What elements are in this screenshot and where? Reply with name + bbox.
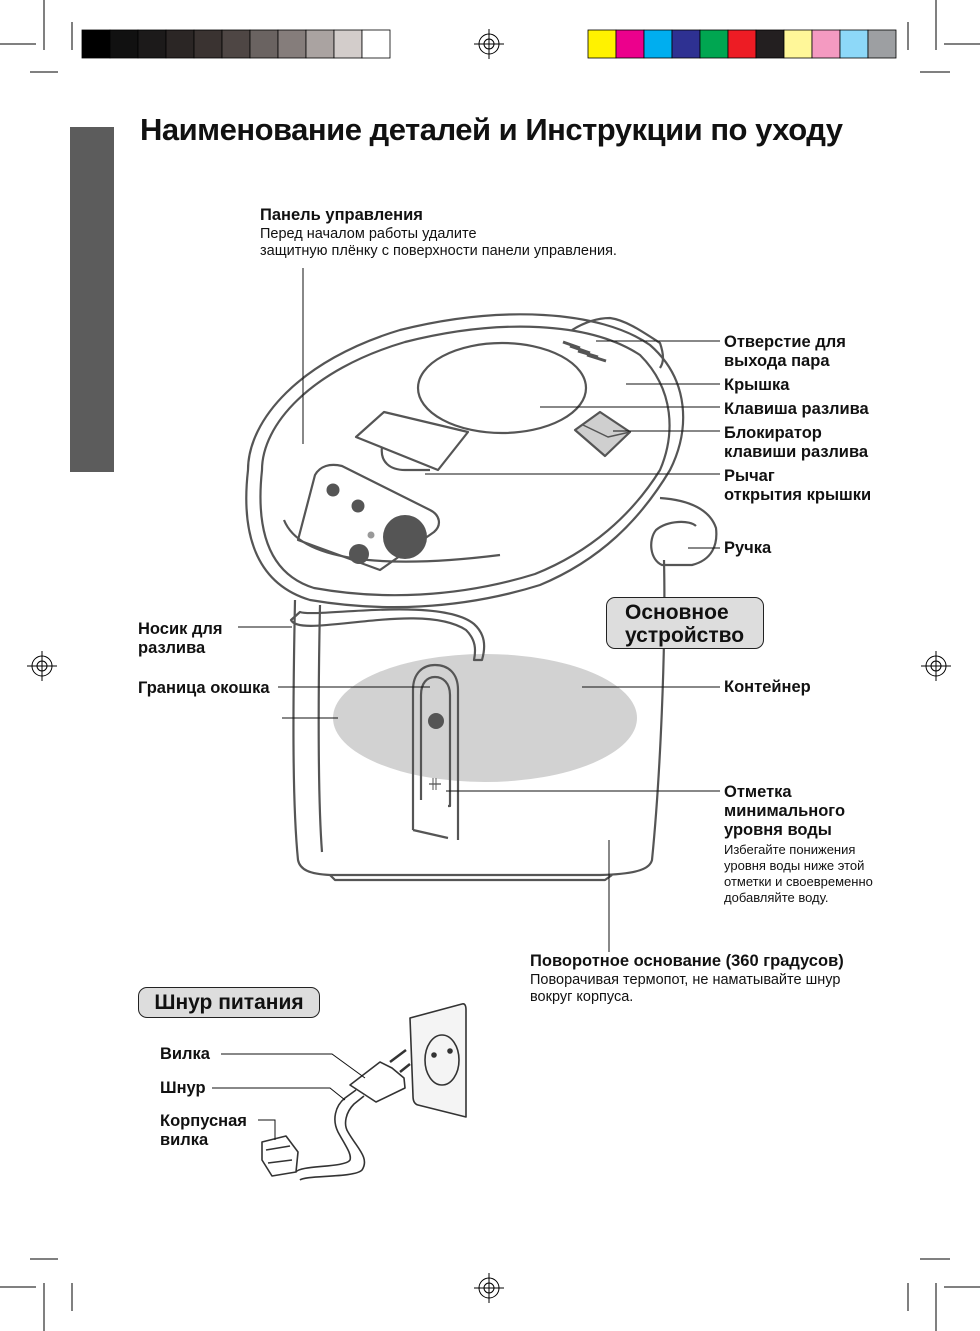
main-unit-box-line1: Основное bbox=[625, 601, 729, 624]
control-panel-note-2: защитную плёнку с поверхности панели упр… bbox=[260, 243, 617, 259]
color-swatch bbox=[783, 29, 813, 59]
lid-label: Крышка bbox=[724, 376, 790, 394]
control-panel-note-1: Перед началом работы удалите bbox=[260, 226, 477, 242]
color-swatch bbox=[839, 29, 869, 59]
window-float bbox=[428, 713, 444, 729]
cord-label: Шнур bbox=[160, 1079, 206, 1097]
main-unit-box: Основное устройство bbox=[606, 597, 764, 649]
steam-vent-label-2: выхода пара bbox=[724, 352, 830, 370]
lid-dome bbox=[416, 341, 588, 435]
registration-mark bbox=[474, 29, 504, 59]
color-swatch bbox=[615, 29, 645, 59]
gray-swatch bbox=[277, 29, 307, 59]
body-plug-label-2: вилка bbox=[160, 1131, 209, 1149]
main-unit-box-line2: устройство bbox=[625, 624, 745, 647]
body-plug-shape bbox=[261, 1135, 299, 1177]
dispense-lock-label-1: Блокиратор bbox=[724, 424, 822, 442]
registration-mark bbox=[921, 651, 951, 681]
base-note-2: вокруг корпуса. bbox=[530, 989, 634, 1005]
panel-big-button bbox=[383, 515, 427, 559]
dispense-button-label: Клавиша разлива bbox=[724, 400, 869, 418]
registration-mark bbox=[474, 1273, 504, 1303]
gray-swatch bbox=[361, 29, 391, 59]
lid-lever-label-2: открытия крышки bbox=[724, 486, 872, 504]
handle-label: Ручка bbox=[724, 539, 772, 557]
dispense-lock-label-2: клавиши разлива bbox=[724, 443, 869, 461]
steam-vent-label-1: Отверстие для bbox=[724, 333, 846, 351]
page-title: Наименование деталей и Инструкции по ухо… bbox=[140, 112, 843, 147]
min-level-label-1: Отметка bbox=[724, 783, 792, 801]
gray-swatch bbox=[333, 29, 363, 59]
plug-shape bbox=[349, 1061, 406, 1103]
dispense-button-shape bbox=[354, 410, 470, 472]
color-swatch bbox=[811, 29, 841, 59]
min-level-note-1: Избегайте понижения bbox=[724, 842, 856, 857]
spout-label-2: разлива bbox=[138, 639, 206, 657]
gray-swatch bbox=[221, 29, 251, 59]
plug-label: Вилка bbox=[160, 1045, 210, 1063]
container-highlight bbox=[333, 654, 637, 782]
min-level-note-4: добавляйте воду. bbox=[724, 890, 829, 905]
gray-swatch bbox=[165, 29, 195, 59]
base-label: Поворотное основание (360 градусов) bbox=[530, 952, 844, 970]
window-border-label: Граница окошка bbox=[138, 679, 270, 697]
pot-spout bbox=[289, 608, 486, 662]
control-panel-shape bbox=[296, 463, 440, 572]
pot-handle bbox=[650, 496, 718, 567]
min-level-note-3: отметки и своевременно bbox=[724, 874, 873, 889]
container-label: Контейнер bbox=[724, 678, 811, 696]
min-level-note-2: уровня воды ниже этой bbox=[724, 858, 865, 873]
color-swatch bbox=[587, 29, 617, 59]
min-level-label-2: минимального bbox=[724, 802, 846, 820]
pot-lid-shell bbox=[245, 313, 685, 609]
gray-swatch bbox=[193, 29, 223, 59]
gray-swatch bbox=[305, 29, 335, 59]
power-cord-box: Шнур питания bbox=[138, 987, 320, 1018]
spout-label-1: Носик для bbox=[138, 620, 223, 638]
wall-socket bbox=[409, 1003, 467, 1118]
color-swatch bbox=[643, 29, 673, 59]
base-note-1: Поворачивая термопот, не наматывайте шну… bbox=[530, 972, 841, 988]
water-window bbox=[411, 663, 460, 840]
min-level-label-3: уровня воды bbox=[724, 821, 832, 839]
control-panel-label: Панель управления bbox=[260, 206, 423, 224]
registration-mark bbox=[27, 651, 57, 681]
color-swatch bbox=[867, 29, 897, 59]
body-plug-label-1: Корпусная bbox=[160, 1112, 247, 1130]
pot-body bbox=[292, 559, 666, 877]
color-swatch bbox=[727, 29, 757, 59]
dispense-lock-shape bbox=[573, 410, 632, 458]
gray-swatch bbox=[81, 29, 111, 59]
gray-swatch bbox=[109, 29, 139, 59]
color-swatch bbox=[671, 29, 701, 59]
lid-lever-label-1: Рычаг bbox=[724, 467, 775, 485]
steam-vent-hump bbox=[571, 316, 665, 369]
section-tab bbox=[70, 127, 114, 472]
